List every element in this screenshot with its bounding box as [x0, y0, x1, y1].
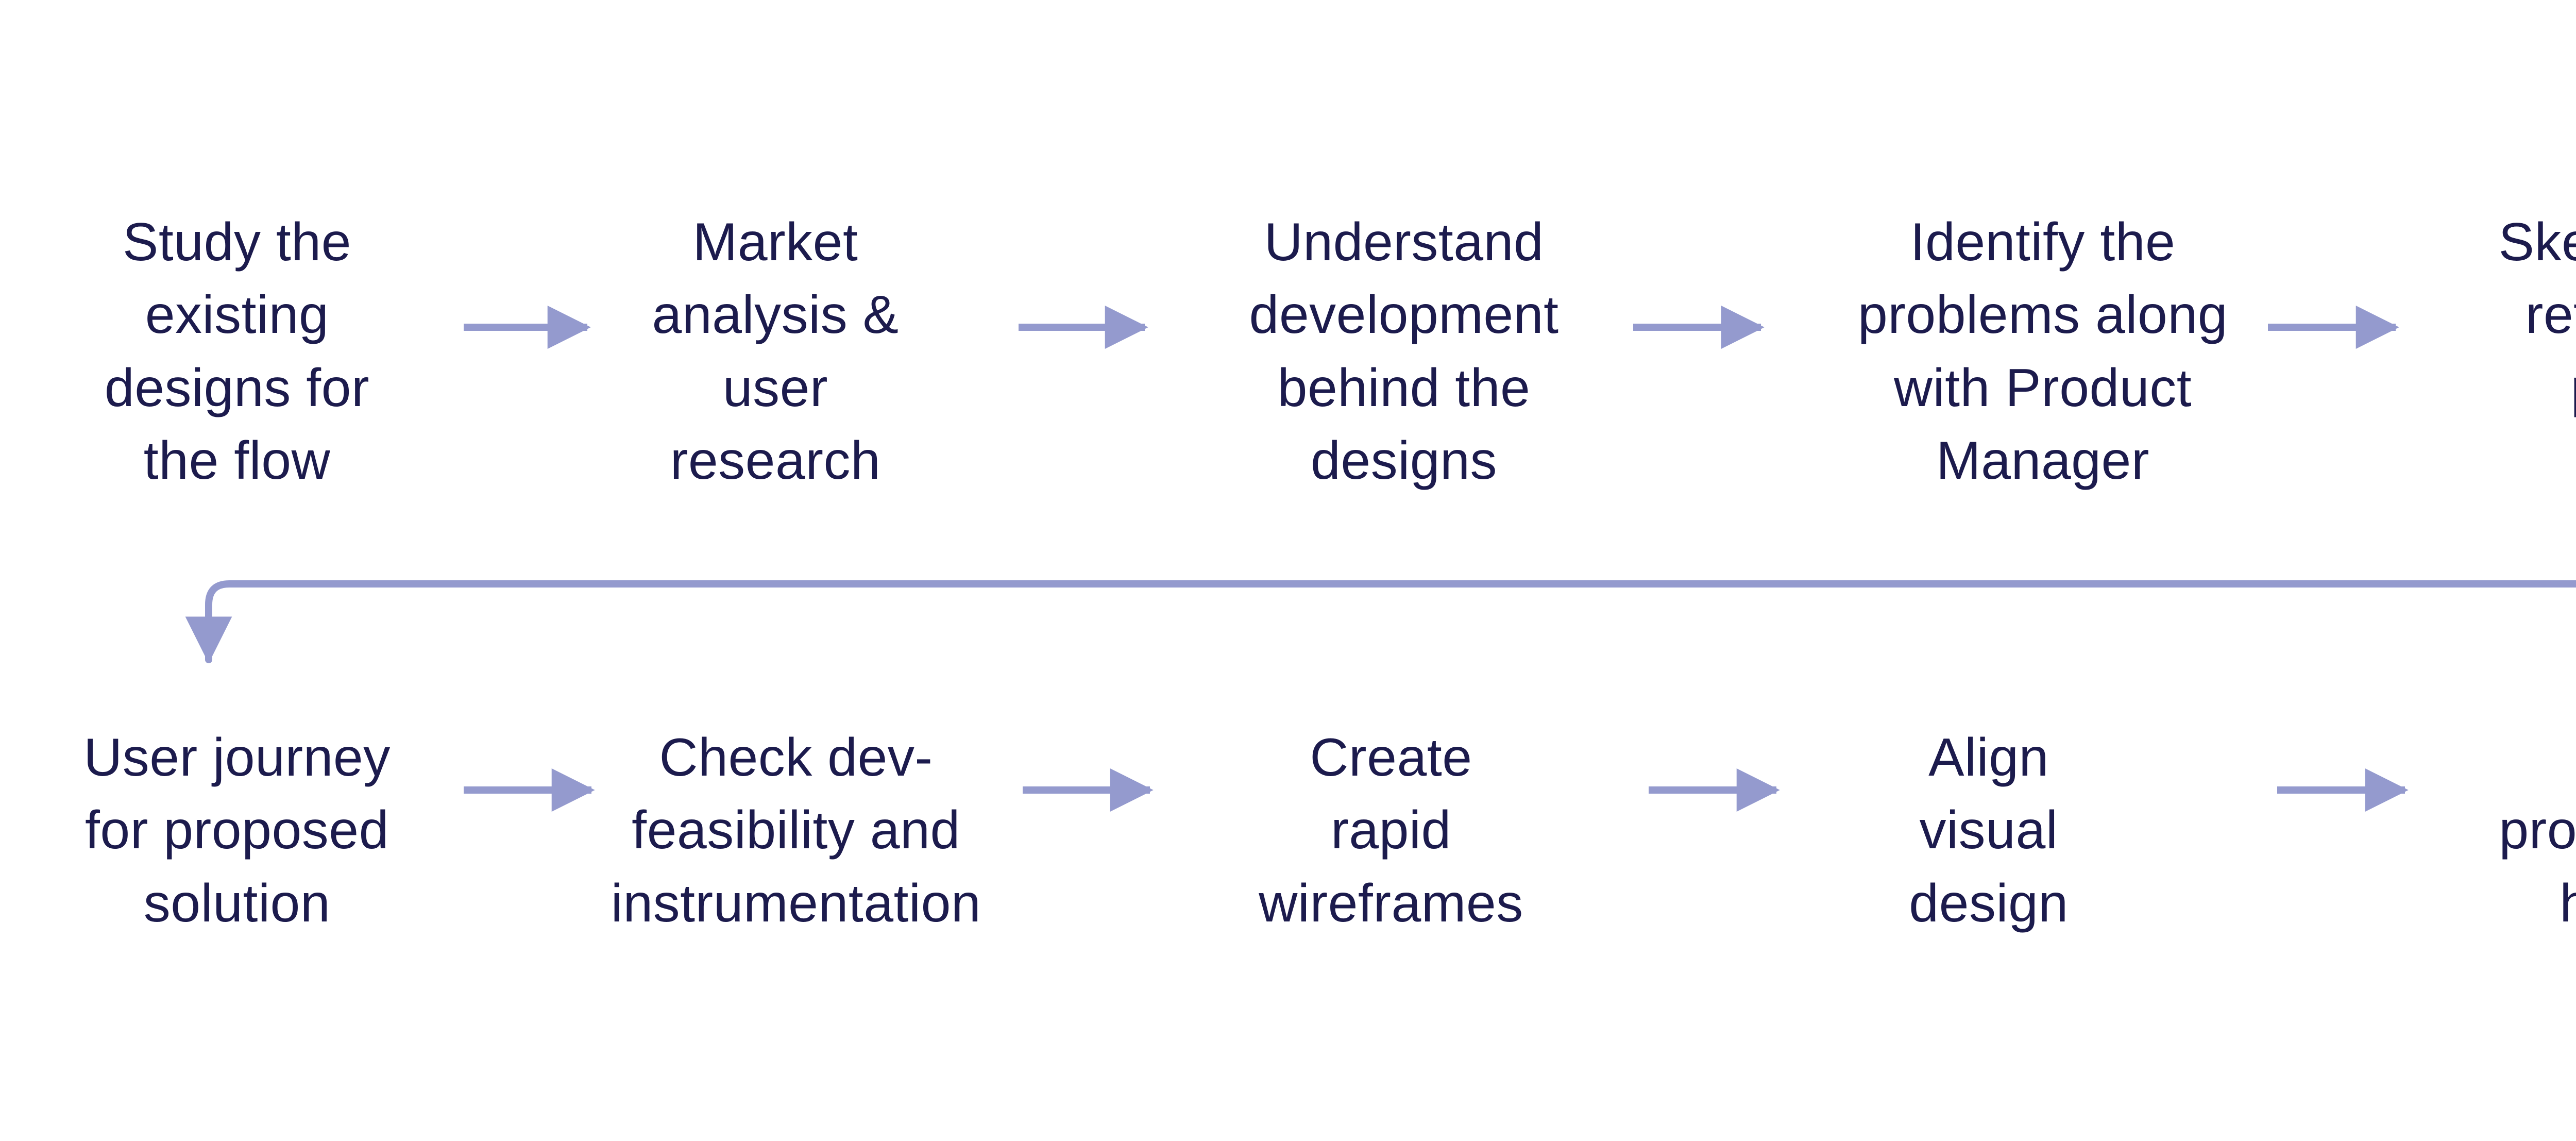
flow-node-label: Understand development behind the design…	[1249, 212, 1559, 491]
flow-node-label: Rapid prototyping & hand-off	[2499, 800, 2576, 933]
flow-node-label: Align visual design	[1909, 728, 2069, 933]
flow-node-create-rapid-wireframes[interactable]: Create rapid wireframes	[1200, 721, 1582, 940]
flow-node-user-journey[interactable]: User journey for proposed solution	[62, 721, 412, 940]
flow-node-label: Market analysis & user research	[652, 212, 899, 491]
flow-node-label: Study the existing designs for the flow	[104, 212, 370, 491]
flow-node-study-existing-designs[interactable]: Study the existing designs for the flow	[77, 206, 397, 498]
flow-node-market-analysis[interactable]: Market analysis & user research	[616, 206, 935, 498]
flow-node-label: Identify the problems along with Product…	[1857, 212, 2228, 491]
flow-node-identify-problems[interactable]: Identify the problems along with Product…	[1783, 206, 2303, 498]
flow-node-label: Sketch ideas & refer to best- practices	[2498, 212, 2576, 418]
flow-node-label: Check dev- feasibility and instrumentati…	[611, 728, 981, 933]
flow-node-understand-development[interactable]: Understand development behind the design…	[1172, 206, 1636, 498]
flow-node-check-dev-feasibility[interactable]: Check dev- feasibility and instrumentati…	[569, 721, 1023, 940]
flow-node-align-visual-design[interactable]: Align visual design	[1834, 721, 2143, 940]
flow-node-sketch-ideas[interactable]: Sketch ideas & refer to best- practices	[2421, 206, 2576, 425]
flow-node-rapid-prototyping-handoff[interactable]: Rapid prototyping & hand-off	[2452, 721, 2576, 940]
flow-node-label: User journey for proposed solution	[83, 728, 391, 933]
flow-node-label: Create rapid wireframes	[1259, 728, 1523, 933]
